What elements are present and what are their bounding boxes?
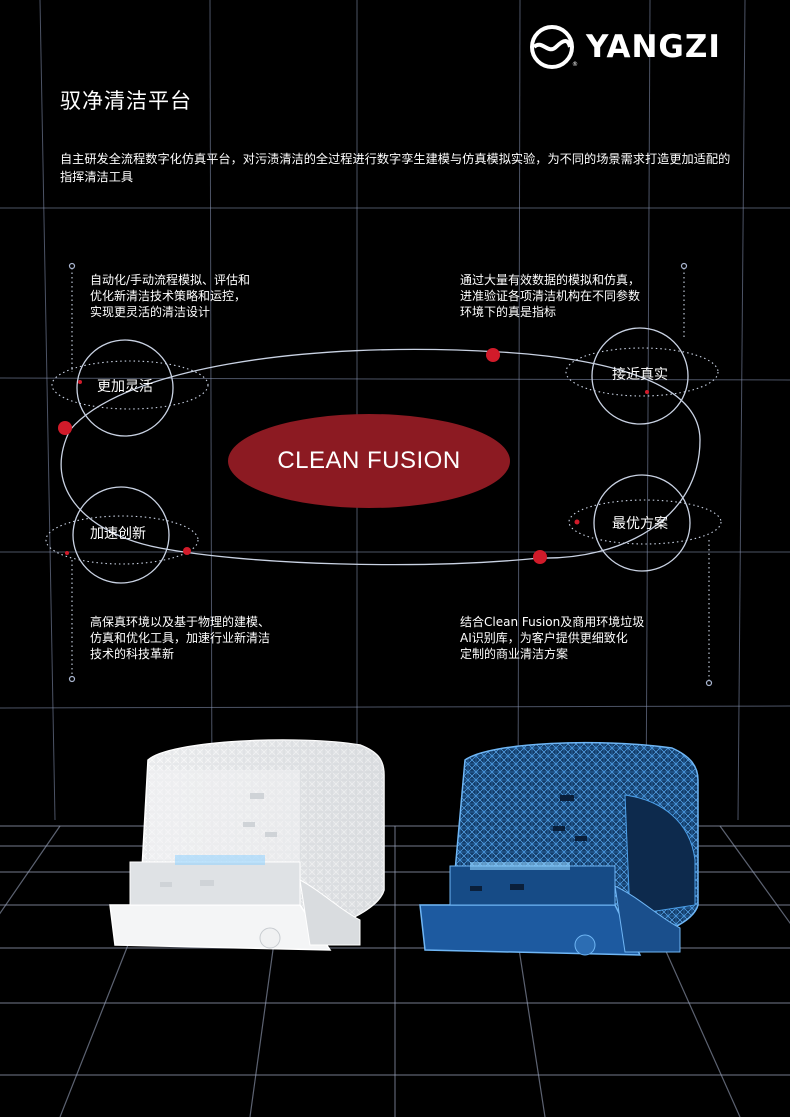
note-bottom-left: 高保真环境以及基于物理的建模、 仿真和优化工具，加速行业新清洁 技术的科技革新: [90, 614, 350, 662]
node-label-optimal: 最优方案: [612, 516, 668, 532]
note-top-left: 自动化/手动流程模拟、评估和 优化新清洁技术策略和运控， 实现更灵活的清洁设计: [90, 272, 350, 320]
center-ellipse: [228, 414, 510, 508]
page-title: 驭净清洁平台: [60, 89, 192, 113]
note-line: 通过大量有效数据的模拟和仿真，: [460, 273, 641, 287]
node-label-flexible: 更加灵活: [97, 379, 153, 395]
note-line: 实现更灵活的清洁设计: [90, 305, 211, 319]
note-top-right: 通过大量有效数据的模拟和仿真， 进准验证各项清洁机构在不同参数 环境下的真是指标: [460, 272, 720, 320]
yangzi-emblem-icon: [530, 25, 574, 69]
note-line: 优化新清洁技术策略和运控，: [90, 289, 247, 303]
node-label-realistic: 接近真实: [612, 367, 668, 383]
note-line: 环境下的真是指标: [460, 305, 557, 319]
registered-mark: ®: [572, 61, 578, 68]
brand-name: YANGZI: [586, 29, 721, 65]
note-line: 自动化/手动流程模拟、评估和: [90, 273, 251, 287]
note-line: 定制的商业清洁方案: [460, 647, 569, 661]
node-label-innovation: 加速创新: [90, 526, 146, 542]
center-label: CLEAN FUSION: [277, 447, 461, 474]
brand-logo: YANGZI ®: [528, 24, 742, 70]
note-line: 结合Clean Fusion及商用环境垃圾: [460, 615, 645, 629]
note-line: 仿真和优化工具，加速行业新清洁: [90, 631, 271, 645]
note-line: 高保真环境以及基于物理的建模、: [90, 615, 271, 629]
white-robot: [109, 739, 385, 951]
note-bottom-right: 结合Clean Fusion及商用环境垃圾 AI识别库，为客户提供更细致化 定制…: [460, 614, 720, 662]
intro-paragraph: 自主研发全流程数字化仿真平台，对污渍清洁的全过程进行数字孪生建模与仿真模拟实验，…: [60, 152, 731, 184]
note-line: 技术的科技革新: [90, 647, 175, 661]
note-line: AI识别库，为客户提供更细致化: [460, 631, 628, 645]
blue-robot: [419, 741, 699, 956]
note-line: 进准验证各项清洁机构在不同参数: [460, 289, 641, 303]
